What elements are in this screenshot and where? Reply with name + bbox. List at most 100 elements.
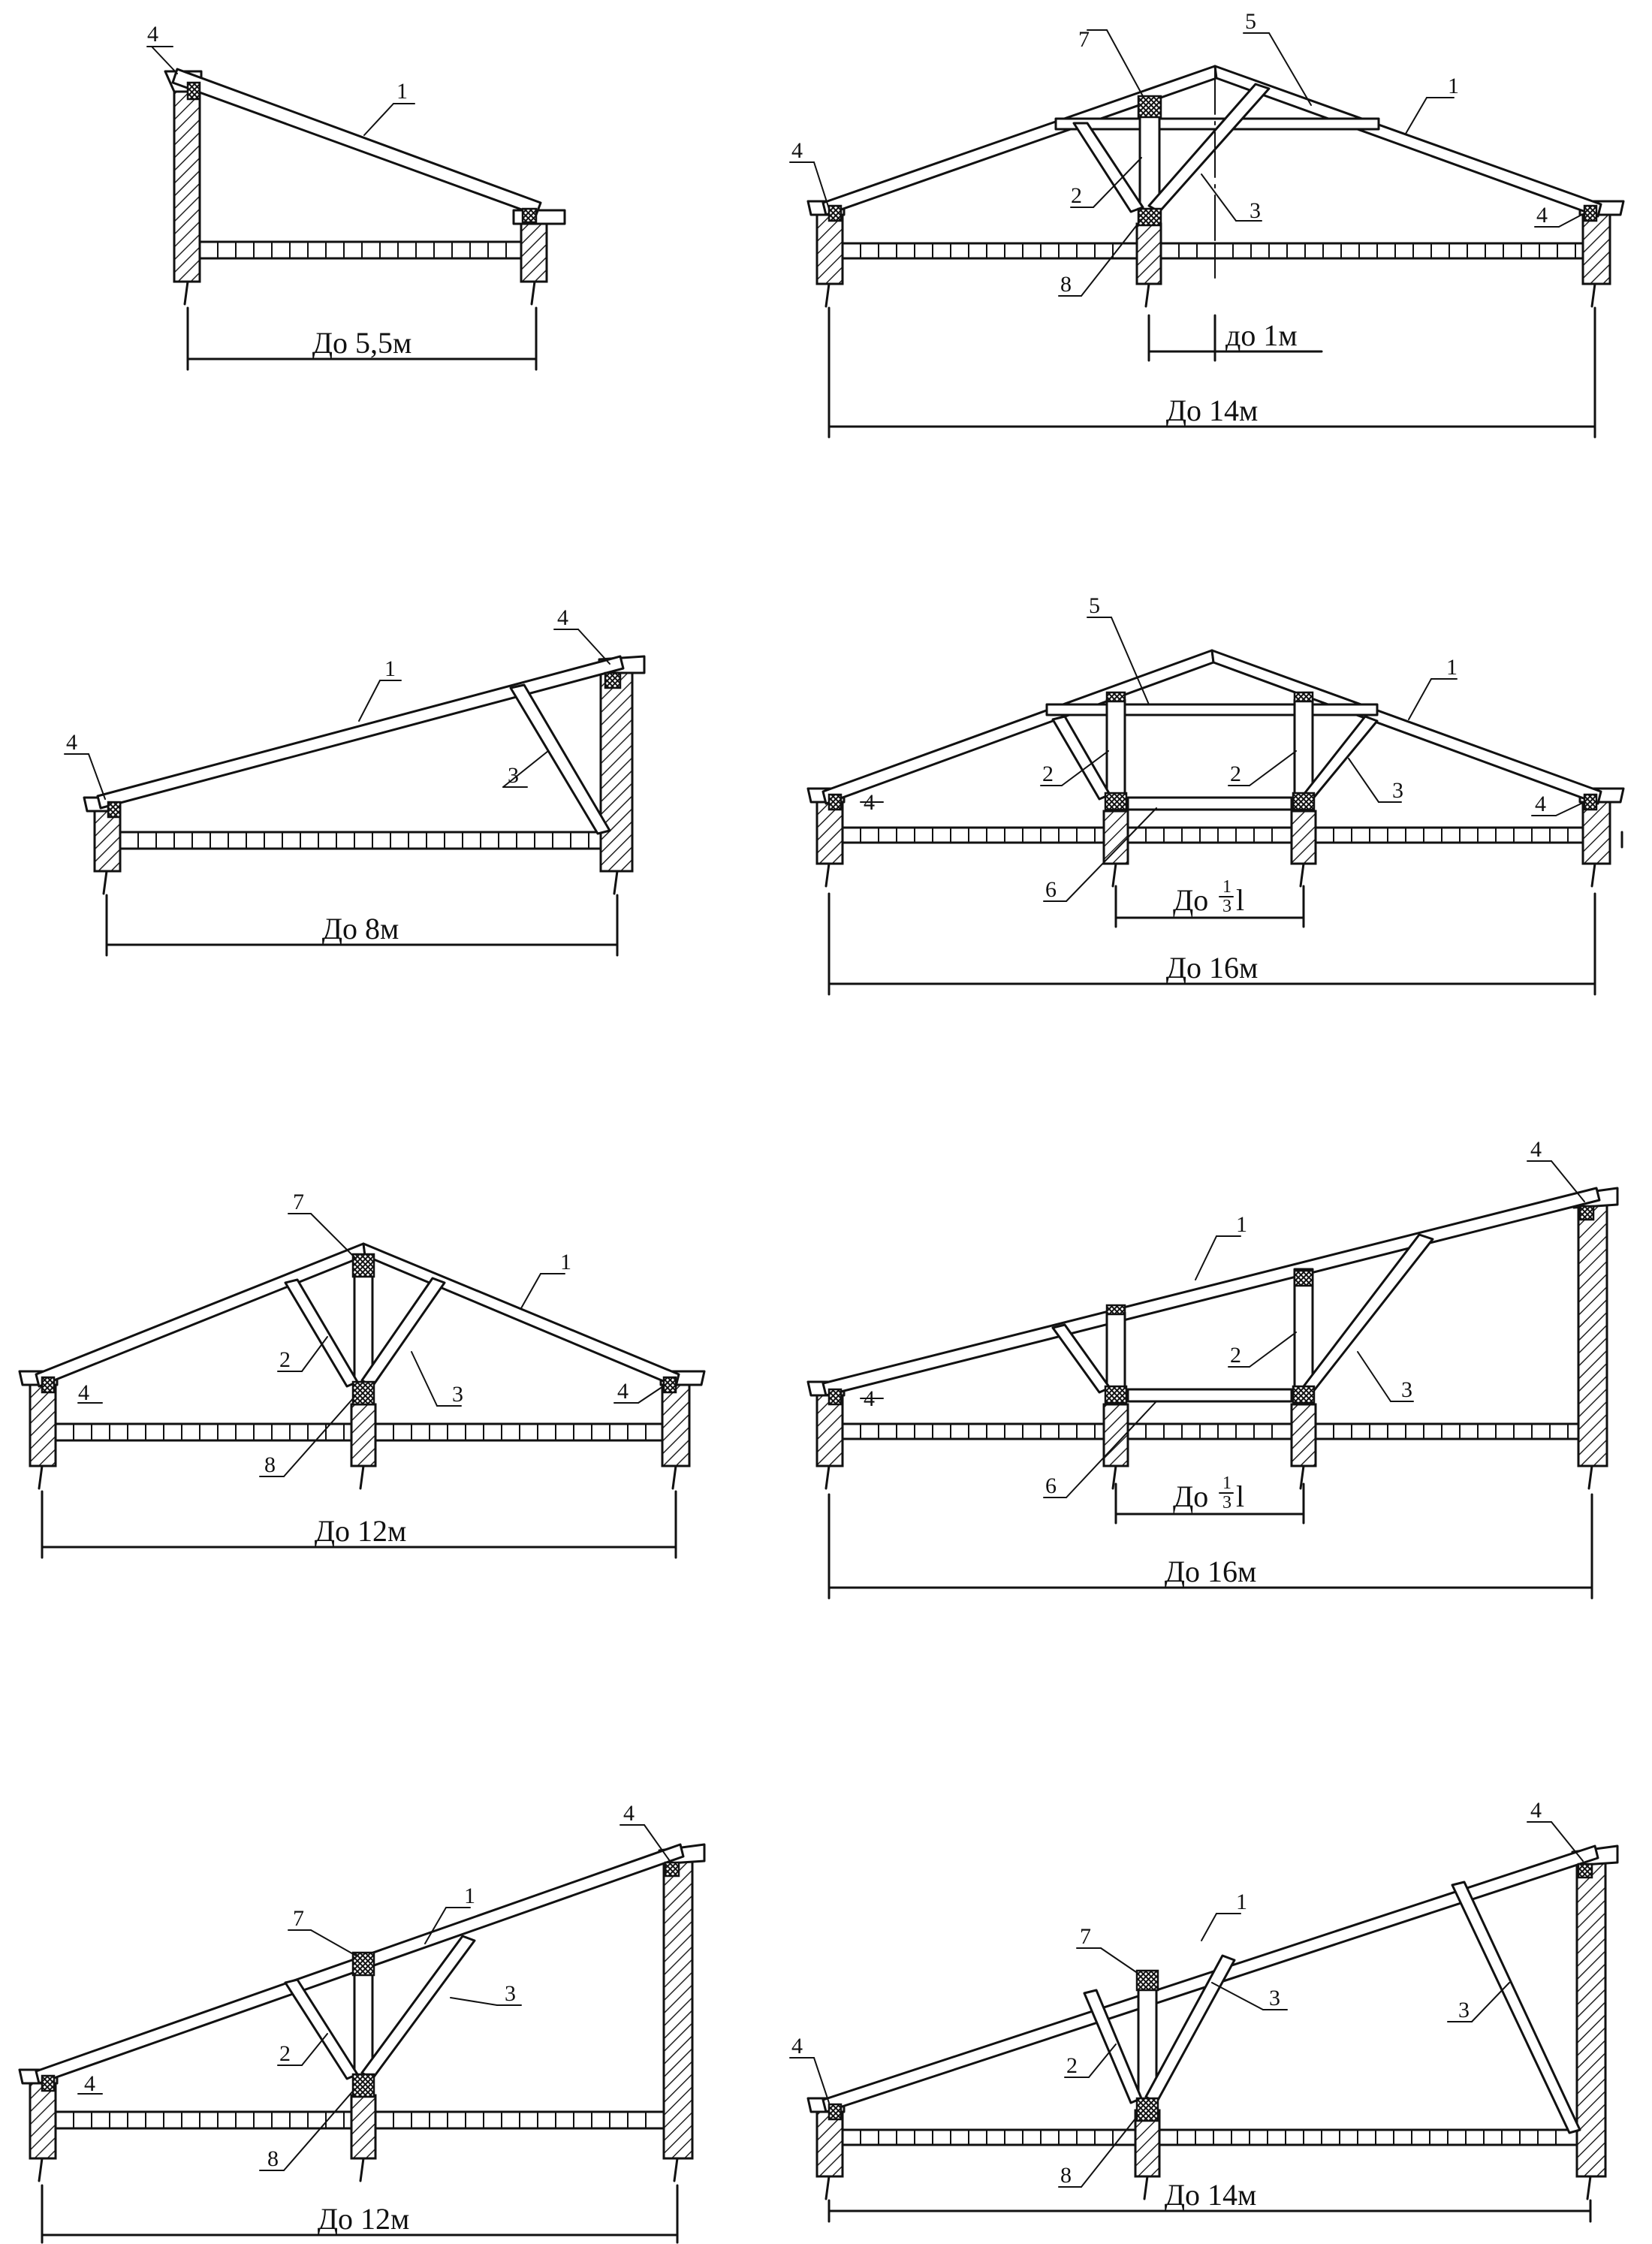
leader-2 <box>301 2033 328 2066</box>
collar-tie <box>1045 703 1379 716</box>
label-2: 2 <box>1071 183 1082 208</box>
dim-text-third-prefix: До <box>1173 1479 1208 1513</box>
label-6: 6 <box>1045 1473 1057 1498</box>
leader-2b <box>1249 750 1297 786</box>
sill-beam <box>351 1380 375 1406</box>
label-4a: 4 <box>1530 1798 1542 1823</box>
mauerlat-right <box>604 671 622 689</box>
strut-right <box>1147 83 1271 213</box>
joist-ticks <box>860 243 1576 259</box>
dim-text-third-prefix: До <box>1173 883 1208 917</box>
label-8: 8 <box>1060 272 1072 297</box>
bottom-block-left <box>1104 1385 1128 1404</box>
top-block-right <box>1293 1269 1314 1287</box>
mauerlat-left <box>828 1388 843 1406</box>
inner-wall <box>350 2094 377 2160</box>
sill-beam <box>1137 207 1162 227</box>
label-3: 3 <box>1392 778 1403 803</box>
label-4b: 4 <box>1535 792 1546 816</box>
floor-joist-mid <box>1126 826 1293 844</box>
leader-3 <box>1348 758 1379 803</box>
dim-text-third-den: 3 <box>1222 897 1231 916</box>
leader-2a <box>1061 750 1109 786</box>
top-block-right <box>1293 691 1314 703</box>
strut-left <box>1051 715 1111 801</box>
label-4a: 4 <box>791 138 803 163</box>
top-block-left <box>1105 691 1126 703</box>
right-wall <box>662 1859 694 2160</box>
rafter-right <box>1210 649 1602 805</box>
strut-3 <box>509 683 611 835</box>
label-6: 6 <box>1045 877 1057 902</box>
strut-3b <box>1451 1881 1581 2134</box>
dim-text: До 5,5м <box>312 326 412 360</box>
label-1: 1 <box>1236 1890 1247 1914</box>
mauerlat-left <box>828 2103 843 2121</box>
floor-joist-left <box>841 1422 1105 1440</box>
leader-1 <box>1405 97 1427 134</box>
dim-text: До 8м <box>322 912 399 946</box>
floor-joist-mid <box>1126 1422 1293 1440</box>
mauerlat-left <box>41 1376 56 1394</box>
leader-7 <box>310 1213 357 1259</box>
dim-text: До 12м <box>318 2202 410 2236</box>
label-1: 1 <box>396 79 408 104</box>
leader-1 <box>363 103 394 136</box>
wall-foot-marks <box>824 1464 1593 1490</box>
leader-1 <box>1195 1235 1217 1280</box>
leader-4a <box>1551 1821 1584 1862</box>
mauerlat-left <box>186 81 201 101</box>
floor-joist-left <box>841 826 1105 844</box>
floor-joist-left <box>841 242 1138 260</box>
floor-joist-right <box>1314 826 1584 844</box>
joist-ticks <box>860 827 1569 843</box>
bottom-block-right <box>1292 792 1316 811</box>
strut-right <box>360 1277 446 1388</box>
floor-joist-left <box>54 1422 353 1442</box>
label-4b: 4 <box>84 2071 95 2096</box>
right-wall <box>1577 1203 1608 1467</box>
leader-1 <box>1201 1913 1217 1941</box>
leader-8 <box>1081 219 1142 297</box>
diagram-7: 4 1 7 3 2 4 8 До 12м <box>18 1801 706 2244</box>
diagram-6: 4 1 4 2 3 6 До 1 3 l До 16м <box>806 1137 1619 1600</box>
diagram-2: 7 5 1 4 2 3 4 8 до 1м До 14м <box>789 9 1625 439</box>
wall-foot-marks <box>102 870 619 895</box>
right-wall <box>1575 1861 1607 2178</box>
label-7: 7 <box>293 1906 304 1931</box>
joist-ticks <box>860 1423 1569 1440</box>
dim-text-main: До 16м <box>1165 1555 1257 1588</box>
diagram-1: 4 1 До 5,5м <box>146 22 566 371</box>
floor-joist-right <box>1158 2128 1578 2146</box>
joist-ticks <box>73 1423 647 1441</box>
mauerlat-right <box>1577 1862 1593 1879</box>
inner-wall <box>350 1403 377 1467</box>
label-2: 2 <box>279 2041 291 2066</box>
leader-8 <box>1081 2114 1139 2188</box>
floor-joist-left <box>841 2128 1137 2146</box>
label-4b: 4 <box>557 605 568 630</box>
leader-3b <box>1471 1982 1510 2022</box>
label-1: 1 <box>384 656 396 681</box>
label-1: 1 <box>1448 74 1459 98</box>
label-2a: 2 <box>1042 762 1054 786</box>
purlin-top <box>351 1951 375 1977</box>
mauerlat-left <box>828 204 843 222</box>
mauerlat-right <box>662 1376 677 1394</box>
leader-4a <box>88 753 106 800</box>
dim-text-main: До 14м <box>1166 394 1259 427</box>
leader-4b <box>1555 801 1585 816</box>
strut-left <box>284 1278 359 1388</box>
label-3: 3 <box>505 1981 516 2006</box>
leader-5 <box>1111 617 1150 705</box>
mauerlat-left <box>107 801 122 819</box>
wall-foot-marks <box>824 831 1623 888</box>
joist-ticks <box>860 2129 1557 2146</box>
dim-text-third-den: 3 <box>1222 1493 1231 1513</box>
bottom-block-left <box>1104 792 1128 811</box>
post-left <box>1105 1311 1126 1389</box>
post <box>353 1265 374 1385</box>
inner-wall <box>1135 222 1162 285</box>
purlin-top <box>351 1253 375 1278</box>
joist-ticks <box>73 2111 647 2129</box>
